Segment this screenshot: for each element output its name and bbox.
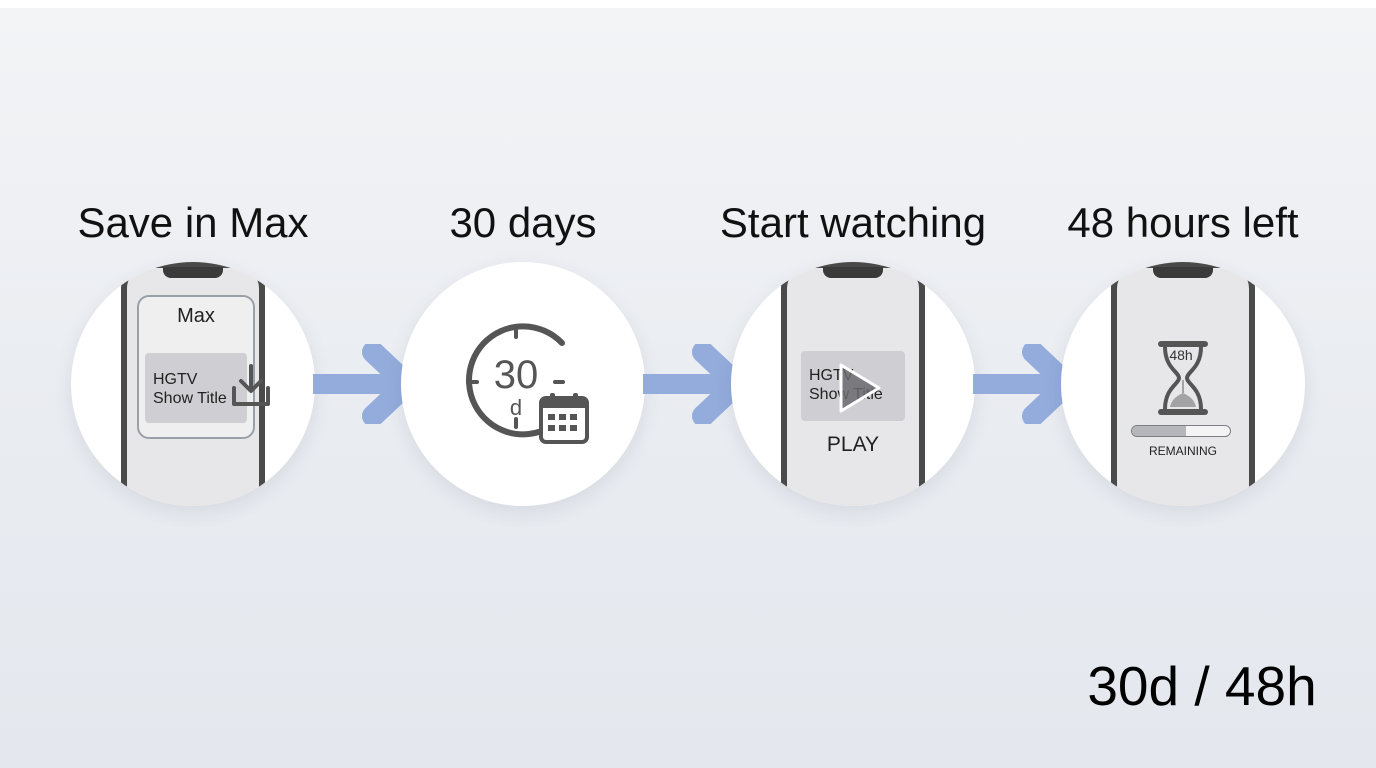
step-circle-save: Max HGTV Show Title: [71, 262, 315, 506]
clock-unit: d: [509, 395, 523, 420]
step-circle-days: 30 d: [401, 262, 645, 506]
phone-notch: [823, 267, 883, 278]
play-label[interactable]: PLAY: [826, 433, 880, 456]
app-name: Max: [177, 305, 215, 327]
top-strip: [0, 0, 1376, 8]
show-tile[interactable]: HGTV Show Title: [145, 353, 247, 423]
app-card: Max HGTV Show Title: [137, 295, 255, 439]
remaining-progress-fill: [1132, 426, 1186, 436]
play-icon[interactable]: [833, 361, 885, 415]
clock-icon: [465, 323, 569, 438]
phone-notch: [1153, 267, 1213, 278]
clock-number: 30: [493, 353, 539, 397]
step-circle-hours: 48h REMAINING: [1061, 262, 1305, 506]
calendar-icon: [539, 393, 589, 444]
remaining-progress-bar: [1131, 425, 1231, 437]
step-title-hours: 48 hours left: [1067, 199, 1299, 246]
step-title-start: Start watching: [719, 199, 987, 246]
hourglass-icon: [1158, 341, 1208, 415]
phone: 48h REMAINING: [1111, 262, 1255, 506]
download-icon[interactable]: [227, 360, 275, 412]
step-circle-start: HGTV Show Title PLAY: [731, 262, 975, 506]
show-network: HGTV: [153, 371, 198, 388]
summary-label: 30d / 48h: [1087, 655, 1317, 717]
phone: HGTV Show Title PLAY: [781, 262, 925, 506]
phone-notch: [163, 267, 223, 278]
phone: Max HGTV Show Title: [121, 262, 265, 506]
show-title: Show Title: [153, 390, 227, 407]
step-title-save: Save in Max: [77, 199, 309, 246]
step-title-days: 30 days: [449, 199, 597, 246]
hourglass-label: 48h: [1169, 347, 1193, 363]
remaining-label: REMAINING: [1148, 444, 1217, 458]
